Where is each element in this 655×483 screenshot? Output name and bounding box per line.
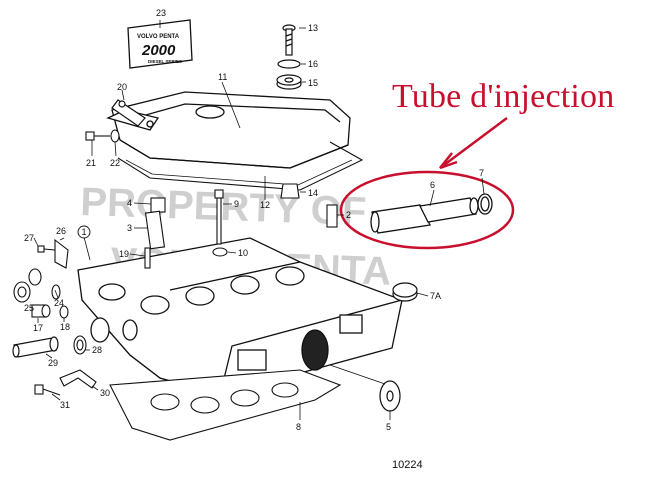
watermark-line-1: PROPERTY OF [80,180,367,234]
label-18: 18 [60,322,70,332]
label-9: 9 [234,199,239,209]
label-12: 12 [260,200,270,210]
valve-cover [106,91,351,169]
label-6: 6 [430,180,435,190]
figure-number: 10224 [392,459,423,471]
injection-tube-seal [477,193,493,215]
label-1-circle [77,225,91,239]
head-gasket [109,369,342,441]
volvo-penta-logo: VOLVO PENTA 2000 DIESEL SERIES [127,19,193,69]
label-15: 15 [308,78,318,88]
seal-7a [392,282,418,302]
label-20: 20 [117,82,127,92]
bolt-31 [34,384,61,396]
plug-17 [31,304,51,318]
label-28: 28 [92,345,102,355]
bracket-30 [59,369,97,389]
label-21: 21 [86,158,96,168]
label-7: 7 [479,168,484,178]
logo-brand: VOLVO PENTA [137,34,180,40]
label-26: 26 [56,226,66,236]
label-8: 8 [296,422,301,432]
label-17: 17 [33,323,43,333]
washer-22 [110,129,120,143]
rubber-grommet [276,74,302,90]
label-23: 23 [156,8,166,18]
label-16: 16 [308,59,318,69]
clamp-26 [54,238,69,269]
seal-washer [277,59,301,69]
stud-9 [214,189,224,245]
plug-1 [28,268,42,286]
label-2: 2 [346,210,351,220]
screw-21 [85,131,110,141]
valve-cover-gasket-inner [125,159,353,186]
label-11: 11 [218,72,227,82]
callout-ellipse [339,170,515,250]
logo-series-text: DIESEL SERIES [148,59,182,64]
sleeve-2 [326,204,338,228]
label-25: 25 [24,303,34,313]
valve-cover-gasket [117,141,364,191]
label-5: 5 [386,422,391,432]
label-1: 1 [82,227,87,237]
label-7a: 7A [430,291,441,301]
injector-spring [144,197,166,250]
label-13: 13 [308,23,318,33]
tube-29 [12,336,59,358]
label-31: 31 [60,400,70,410]
label-29: 29 [48,358,58,368]
label-3: 3 [127,223,132,233]
cap-14 [280,183,300,199]
label-4: 4 [127,198,132,208]
screw-27 [37,245,56,253]
pin-19 [144,247,151,269]
lifting-eye [111,99,146,127]
callout-arrow-head [439,152,458,170]
logo-series-number: 2000 [141,42,176,59]
label-14: 14 [308,188,318,198]
callout-arrow [439,116,508,170]
injection-tube [370,197,479,234]
ring-28 [73,335,87,355]
callout-title: Tube d'injection [392,78,615,115]
label-24: 24 [54,298,64,308]
cover-bolt [282,24,296,56]
label-30: 30 [100,388,110,398]
label-22: 22 [110,158,120,168]
plug-25 [13,281,31,303]
nut-10 [212,247,228,257]
label-10: 10 [238,248,248,258]
leader-lines [33,20,485,420]
cylinder-head [77,237,403,396]
label-19: 19 [119,249,129,259]
label-27: 27 [24,233,34,243]
washer-5 [379,380,401,412]
